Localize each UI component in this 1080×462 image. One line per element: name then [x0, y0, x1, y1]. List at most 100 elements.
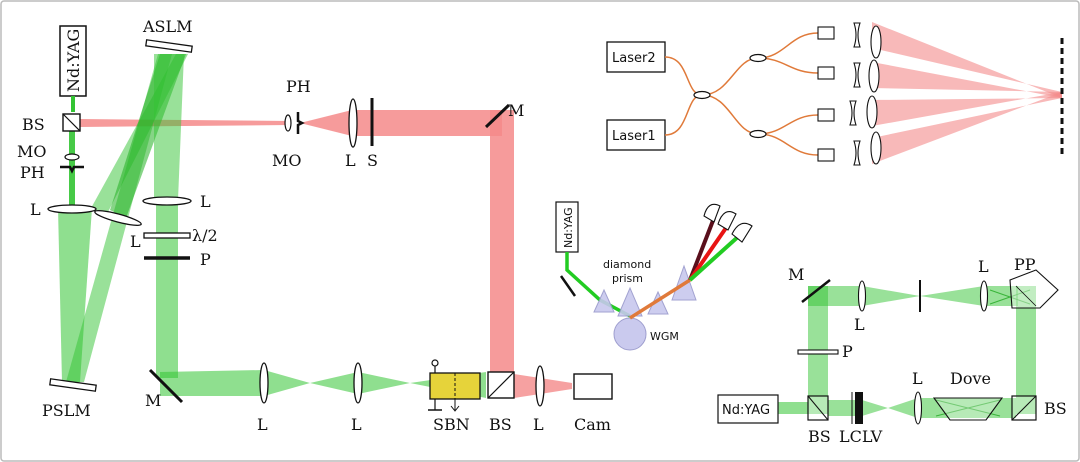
pslm-modulator	[49, 378, 97, 392]
ring-beam-top	[808, 286, 862, 306]
wgm-resonator	[613, 317, 647, 351]
lens-bottom-3	[535, 365, 545, 407]
ring-lens-3-label: L	[912, 369, 923, 388]
wgm-green-beam	[688, 233, 742, 282]
bs-bottom-diagonal	[487, 371, 515, 399]
ring-bs-left-diagonal	[807, 395, 829, 421]
wgm-mirror	[559, 275, 577, 297]
ring-beam-right-vertical	[1016, 286, 1036, 414]
sbn-terminal	[431, 359, 439, 367]
fiber-laser-array-setup: Laser2 Laser1	[606, 22, 1064, 166]
laser1-label: Laser1	[612, 129, 656, 144]
lens-left-1	[47, 204, 97, 214]
green-beam-focus-2	[358, 372, 410, 394]
mirror-top-right	[484, 103, 511, 129]
wgm-dark-red-beam	[688, 217, 716, 281]
green-beam-aslm-down	[154, 54, 184, 200]
half-wave-plate-label: λ/2	[192, 226, 218, 245]
holographic-setup: Nd:YAG BS MO PH L L ASLM PSLM L λ/2 P M	[17, 17, 613, 434]
dove-prism	[932, 397, 1004, 421]
bs-diagonal	[62, 113, 81, 132]
ring-bs-left-label: BS	[808, 427, 831, 446]
diamond-prism-label-line2: prism	[612, 272, 643, 285]
lens-bottom-1	[259, 362, 269, 404]
pinhole-left	[60, 165, 84, 174]
concave-lenses	[849, 22, 861, 166]
ring-mirror-label: M	[788, 265, 804, 284]
pinhole-top	[296, 112, 305, 134]
mirror-bottom-left	[148, 368, 184, 404]
wgm-label: WGM	[650, 330, 679, 343]
nd-yag-label: Nd:YAG	[64, 29, 83, 92]
ring-beam-bottom	[828, 400, 858, 416]
half-wave-plate	[143, 232, 191, 239]
shutter-top-label: S	[367, 151, 378, 170]
penta-prism-label: PP	[1014, 255, 1036, 274]
ring-beam-laser-in	[778, 402, 808, 414]
green-beam-bottom-horizontal	[160, 370, 264, 396]
red-beam-expand	[300, 110, 352, 136]
green-beam-defocus-1	[310, 372, 358, 394]
red-fan-4	[872, 92, 1062, 164]
lens-bottom-3-label: L	[533, 415, 544, 434]
green-beam-column	[156, 200, 178, 378]
lens-left-2	[94, 210, 142, 226]
red-fan-2	[872, 62, 1062, 98]
lclv-label: LCLV	[839, 427, 883, 446]
lens-column	[142, 196, 192, 206]
mo-left-label: MO	[17, 142, 47, 161]
ring-bs-right-diagonal	[1011, 395, 1037, 421]
red-fan-1	[872, 22, 1062, 98]
microscope-objective-left	[64, 153, 80, 161]
penta-prism	[1009, 269, 1059, 309]
lens-top-label: L	[345, 151, 356, 170]
mirror-bottom-left-label: M	[145, 391, 161, 410]
diamond-prism-label-line1: diamond	[603, 258, 651, 271]
mirror-top-right-label: M	[508, 101, 524, 120]
fiber-coupler-2	[749, 53, 767, 63]
lens-top	[348, 98, 358, 148]
aslm-label: ASLM	[142, 17, 193, 36]
ring-beam-focus-b	[920, 286, 984, 306]
penta-prism-inner	[1015, 285, 1037, 307]
ring-lens-1-label: L	[854, 315, 865, 334]
wgm-nd-yag-label: Nd:YAG	[562, 207, 575, 248]
pslm-label: PSLM	[42, 401, 91, 420]
ring-lens-3	[913, 391, 923, 425]
lens-left-1-label: L	[30, 200, 41, 219]
lens-bottom-2-label: L	[351, 415, 362, 434]
laser2-label: Laser2	[612, 51, 656, 66]
ring-polarizer	[797, 349, 839, 355]
collimator-4	[817, 148, 835, 162]
wgm-prism-1	[593, 288, 615, 313]
red-beam-collimated	[352, 110, 502, 136]
wgm-red-beam	[688, 223, 730, 282]
lclv	[855, 392, 863, 424]
wgm-orange-out	[629, 278, 691, 320]
ring-nd-yag-box	[717, 394, 779, 424]
wgm-green-pump	[565, 252, 631, 318]
green-beam-focus-1	[264, 370, 310, 396]
ring-mirror	[801, 279, 831, 303]
aslm-modulator	[145, 39, 193, 53]
fiber-coupler-1	[693, 90, 711, 100]
ring-bs-right-label: BS	[1044, 399, 1067, 418]
ring-lens-1	[857, 280, 867, 312]
wgm-detectors	[703, 203, 753, 243]
bs-top-left-label: BS	[22, 115, 45, 134]
collimator-2	[817, 66, 835, 80]
convex-lenses	[866, 25, 882, 165]
ring-beam-bottom-focus	[862, 400, 888, 416]
mo-top-label: MO	[272, 151, 302, 170]
lens-bottom-2	[353, 362, 363, 404]
sbn-c-axis-arrow	[450, 399, 460, 412]
ring-lens-2-label: L	[978, 257, 989, 276]
lens-left-2-label: L	[130, 232, 141, 251]
ph-left-label: PH	[20, 163, 45, 182]
ring-polarizer-label: P	[842, 342, 853, 361]
green-beam-expanded	[58, 208, 92, 382]
dove-ray-lines	[935, 289, 1031, 417]
dove-prism-label: Dove	[950, 369, 991, 388]
red-beam-horizontal	[80, 119, 290, 127]
